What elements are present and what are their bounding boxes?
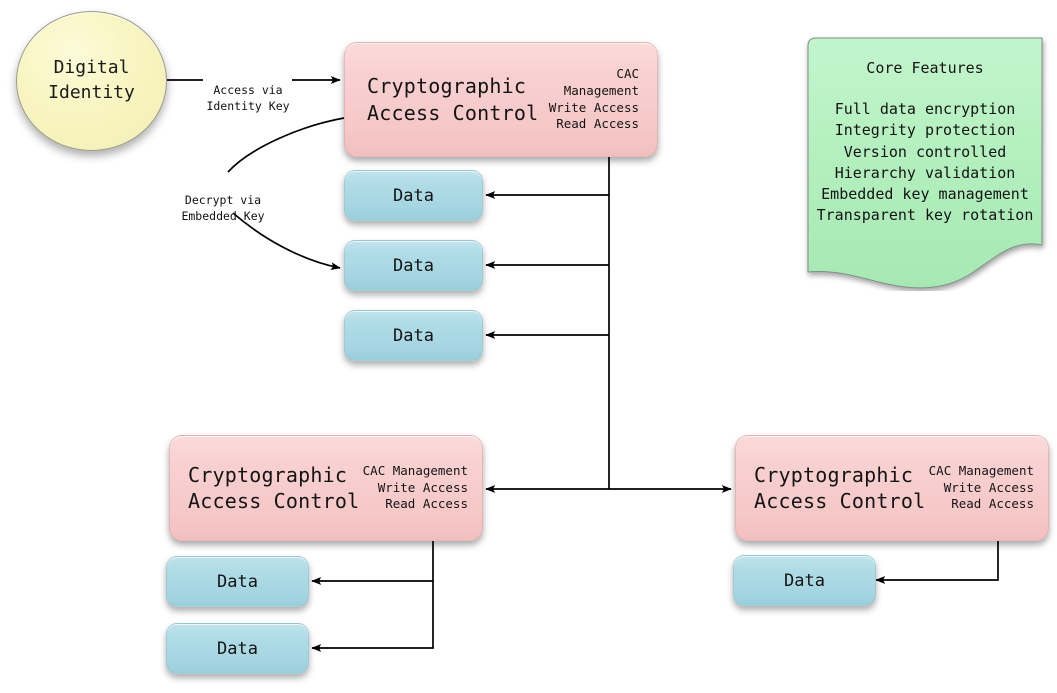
wire-cac-bl-to-data-bl-1 xyxy=(311,541,434,585)
digital-identity-node[interactable]: Digital Identity xyxy=(16,11,167,151)
cac-node-bottom-left[interactable]: Cryptographic Access Control CAC Managem… xyxy=(169,435,483,541)
cac-title: Cryptographic Access Control xyxy=(188,462,360,513)
data-node-br-1[interactable]: Data xyxy=(733,555,876,606)
digital-identity-label: Digital Identity xyxy=(48,57,135,103)
note-title: Core Features xyxy=(866,59,984,77)
cac-node-top[interactable]: Cryptographic Access Control CAC Managem… xyxy=(344,42,658,157)
edge-label-access-via-identity-key: Access via Identity Key xyxy=(193,65,303,115)
data-label: Data xyxy=(393,185,434,206)
cac-permissions: CAC Management Write Access Read Access xyxy=(548,65,639,132)
data-label: Data xyxy=(217,571,258,592)
cac-permissions: CAC Management Write Access Read Access xyxy=(362,462,468,512)
edge-label-decrypt-via-embedded-key: Decrypt via Embedded Key xyxy=(158,175,288,225)
cac-title: Cryptographic Access Control xyxy=(367,74,539,125)
data-label: Data xyxy=(393,255,434,276)
data-node-bl-1[interactable]: Data xyxy=(166,556,309,607)
data-node-top-2[interactable]: Data xyxy=(344,240,483,291)
note-feature-list: Full data encryption Integrity protectio… xyxy=(816,99,1034,225)
wire-cac-br-to-data-br-1 xyxy=(875,541,999,584)
cac-node-bottom-right[interactable]: Cryptographic Access Control CAC Managem… xyxy=(735,435,1049,541)
wire-decrypt-upper xyxy=(227,117,345,173)
data-node-top-3[interactable]: Data xyxy=(344,310,483,361)
wire-cac-bl-to-data-bl-2 xyxy=(311,581,434,652)
data-node-top-1[interactable]: Data xyxy=(344,170,483,221)
note-content: Core Features Full data encryption Integ… xyxy=(800,59,1050,227)
data-label: Data xyxy=(784,570,825,591)
core-features-note[interactable]: Core Features Full data encryption Integ… xyxy=(800,33,1050,291)
edge-label-text: Decrypt via Embedded Key xyxy=(181,192,265,224)
cac-title: Cryptographic Access Control xyxy=(754,462,926,513)
data-node-bl-2[interactable]: Data xyxy=(166,623,309,674)
edge-label-text: Access via Identity Key xyxy=(206,82,290,114)
note-shape xyxy=(807,37,1043,289)
cac-permissions: CAC Management Write Access Read Access xyxy=(928,462,1034,512)
data-label: Data xyxy=(217,638,258,659)
data-label: Data xyxy=(393,325,434,346)
